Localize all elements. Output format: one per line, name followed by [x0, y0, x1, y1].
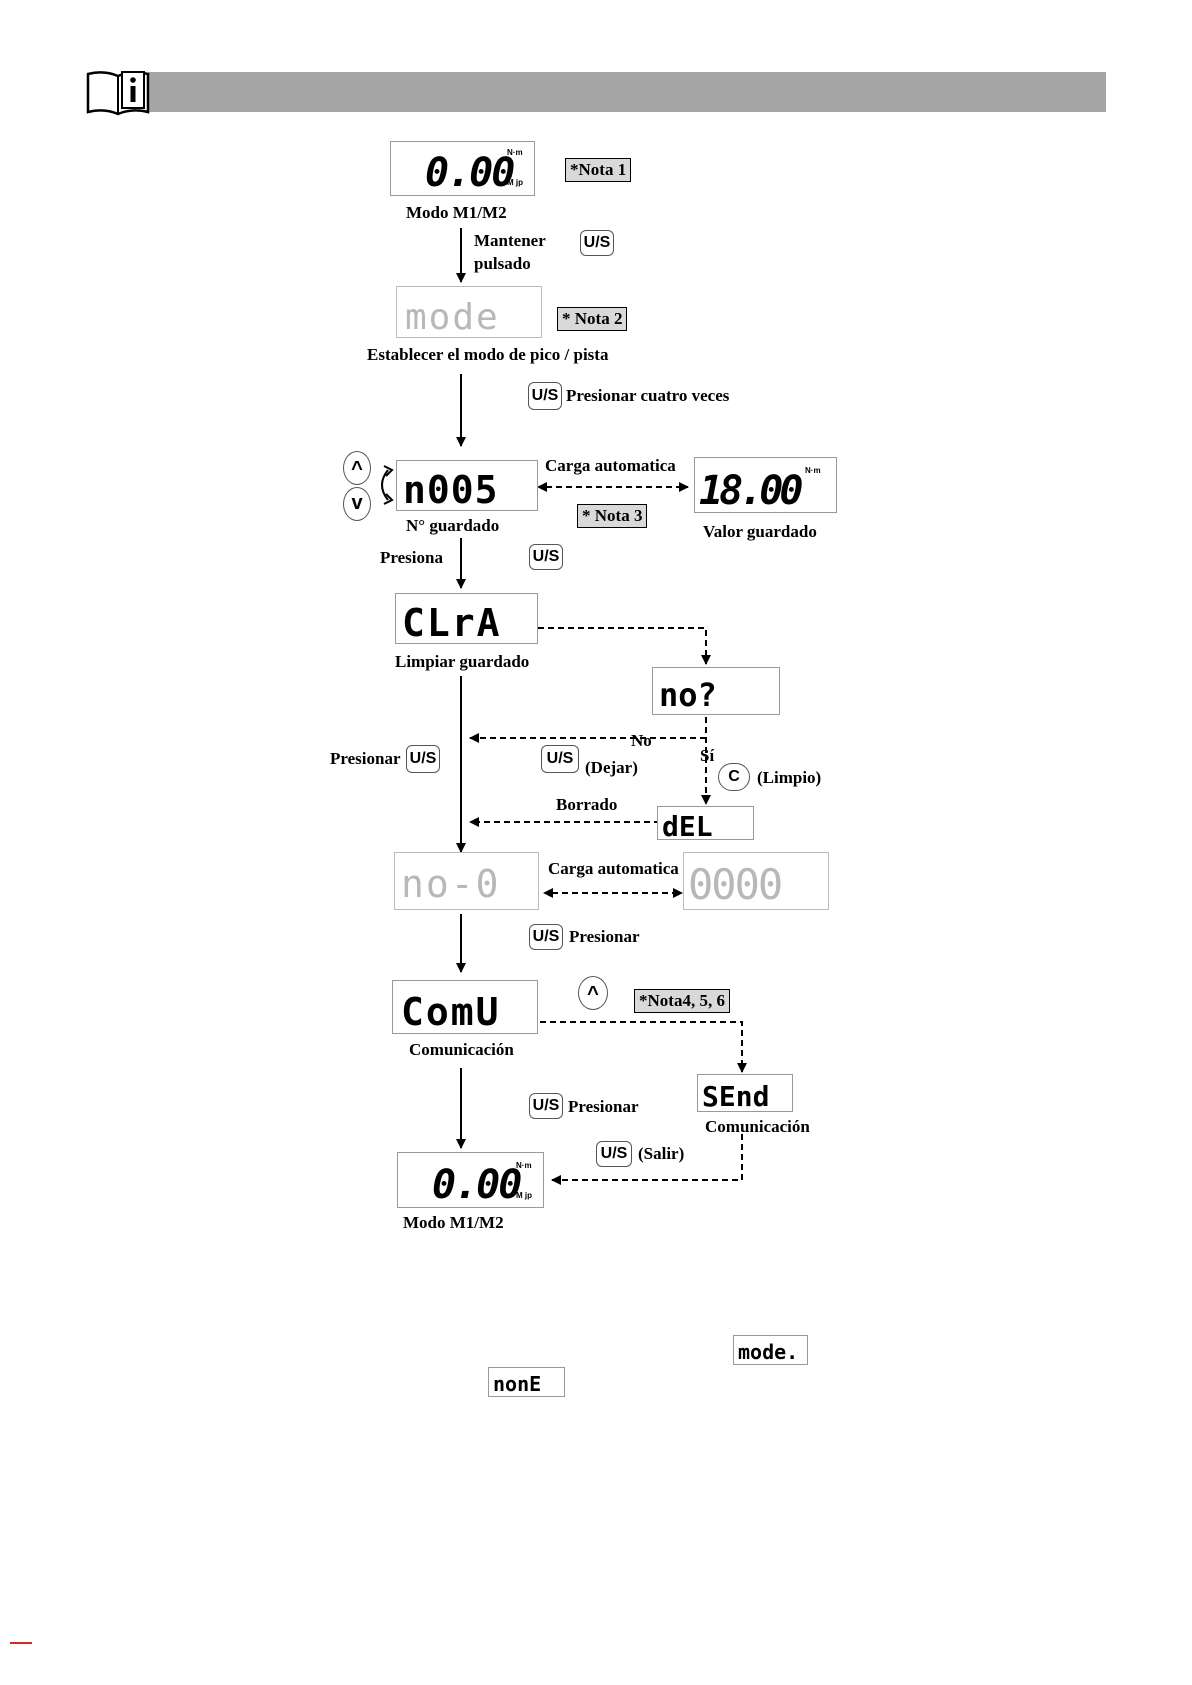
note-3: * Nota 3 — [577, 504, 648, 528]
label-modo-bottom: Modo M1/M2 — [403, 1213, 504, 1232]
us-key[interactable]: U/S — [528, 382, 562, 410]
lcd-digits: dEL — [662, 810, 713, 841]
lcd-mode: mode — [396, 286, 542, 338]
svg-text:0.00: 0.00 — [432, 1162, 521, 1208]
note-4-5-6: *Nota4, 5, 6 — [634, 989, 730, 1013]
label-salir: (Salir) — [638, 1144, 685, 1163]
svg-text:mode.: mode. — [738, 1340, 798, 1364]
label-n-guardado: N° guardado — [406, 516, 500, 535]
lcd-digits: mode — [405, 297, 500, 338]
label-borrado: Borrado — [556, 795, 618, 814]
us-key[interactable]: U/S — [580, 230, 614, 256]
us-key[interactable]: U/S — [541, 745, 579, 773]
svg-text:n005: n005 — [403, 468, 499, 512]
unit-nm: N·m — [516, 1161, 532, 1170]
unit-nm: N·m — [507, 148, 523, 157]
lcd-zero-value: 0000 — [683, 852, 829, 910]
lcd-digits: ComU — [401, 990, 501, 1034]
svg-text:no?: no? — [659, 676, 717, 714]
down-key[interactable]: v — [343, 487, 371, 521]
label-no: No — [631, 731, 652, 750]
label-si: Sí — [700, 746, 715, 765]
up-key[interactable]: ^ — [578, 976, 608, 1010]
label-presionar-left: Presionar — [330, 749, 401, 768]
label-presionar-cuatro: Presionar cuatro veces — [566, 386, 730, 405]
label-presionar-2: Presionar — [568, 1097, 639, 1116]
svg-text:SEnd: SEnd — [702, 1080, 769, 1113]
lcd-stored-no: n005 — [396, 460, 538, 512]
info-book-icon — [86, 71, 150, 116]
lcd-no-zero: no-0 — [394, 852, 539, 910]
unit-nm: N·m — [805, 466, 821, 475]
lcd-deleted: dEL — [657, 806, 754, 841]
unit-mjp: M jp — [516, 1191, 532, 1200]
label-limpio: (Limpio) — [757, 768, 822, 787]
lcd-comm: ComU — [392, 980, 538, 1034]
page-marker-line — [10, 1642, 32, 1644]
svg-text:no-0: no-0 — [401, 862, 501, 906]
note-2: * Nota 2 — [557, 307, 628, 331]
lcd-digits: nonE — [493, 1372, 541, 1396]
lcd-stored-value: 18.00 N·m — [694, 457, 837, 514]
lcd-m1m2-top: 0.00 N·m M jp — [390, 141, 535, 196]
lcd-footer-mode: mode. — [733, 1335, 808, 1365]
us-key[interactable]: U/S — [529, 924, 563, 950]
us-key[interactable]: U/S — [596, 1141, 632, 1167]
svg-text:dEL: dEL — [662, 810, 713, 841]
lcd-footer-none: nonE — [488, 1367, 565, 1397]
unit-mjp: M jp — [507, 178, 523, 187]
label-carga-auto-1: Carga automatica — [545, 456, 676, 475]
label-limpiar: Limpiar guardado — [395, 652, 530, 671]
lcd-m1m2-bottom: 0.00 N·m M jp — [397, 1152, 544, 1208]
svg-text:nonE: nonE — [493, 1372, 541, 1396]
svg-text:CLrA: CLrA — [402, 601, 502, 645]
label-mantener: Mantener — [474, 231, 546, 250]
label-modo-top: Modo M1/M2 — [406, 203, 507, 222]
label-carga-auto-2: Carga automatica — [548, 859, 679, 878]
svg-text:0.00: 0.00 — [425, 150, 514, 196]
svg-text:ComU: ComU — [401, 990, 501, 1034]
lcd-confirm: no? — [652, 667, 780, 715]
us-key[interactable]: U/S — [406, 745, 440, 773]
lcd-digits: SEnd — [702, 1080, 769, 1113]
label-establecer: Establecer el modo de pico / pista — [367, 345, 609, 364]
lcd-digits: 0000 — [688, 860, 783, 909]
lcd-clear: CLrA — [395, 593, 538, 645]
header-bar — [148, 72, 1106, 112]
label-comunicacion-left: Comunicación — [409, 1040, 514, 1059]
label-pulsado: pulsado — [474, 254, 531, 273]
label-dejar: (Dejar) — [585, 758, 638, 777]
up-key[interactable]: ^ — [343, 451, 371, 485]
lcd-digits: 0.00 — [432, 1162, 523, 1208]
svg-text:18.00: 18.00 — [699, 468, 802, 514]
lcd-digits: 0.00 — [425, 150, 516, 196]
lcd-digits: 18.00 — [699, 468, 806, 514]
label-presiona: Presiona — [380, 548, 443, 567]
label-comunicacion-right: Comunicación — [705, 1117, 810, 1136]
svg-text:mode: mode — [405, 297, 500, 338]
lcd-send: SEnd — [697, 1074, 793, 1113]
note-1: *Nota 1 — [565, 158, 632, 182]
c-key[interactable]: C — [718, 763, 750, 791]
lcd-digits: CLrA — [402, 601, 502, 645]
us-key[interactable]: U/S — [529, 544, 563, 570]
label-valor-guardado: Valor guardado — [703, 522, 817, 541]
label-presionar-1: Presionar — [569, 927, 640, 946]
lcd-digits: no-0 — [401, 862, 501, 906]
lcd-digits: no? — [659, 676, 717, 714]
lcd-digits: mode. — [738, 1340, 798, 1364]
lcd-digits: n005 — [403, 468, 499, 512]
us-key[interactable]: U/S — [529, 1093, 563, 1119]
svg-text:0000: 0000 — [688, 860, 781, 909]
